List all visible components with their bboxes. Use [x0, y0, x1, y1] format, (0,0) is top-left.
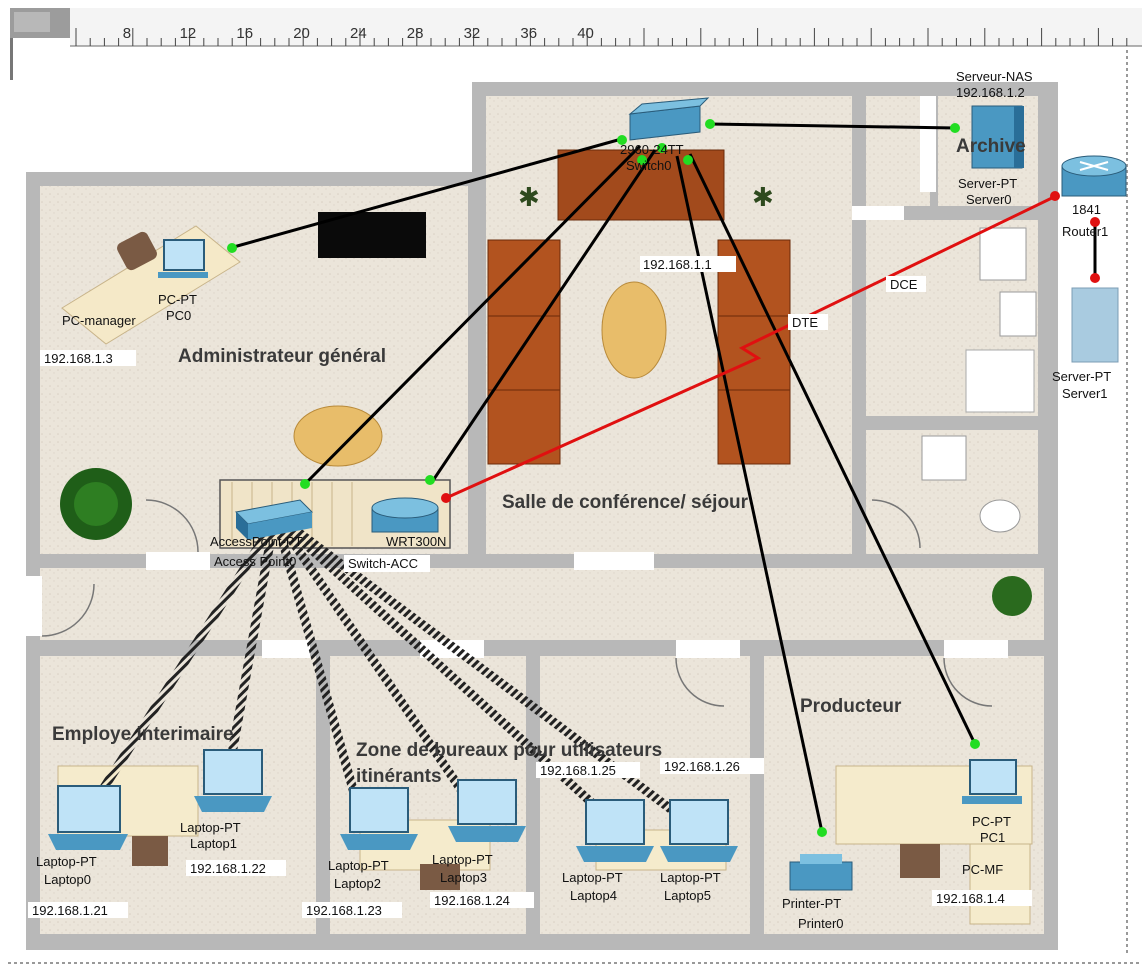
svg-text:✱: ✱ [752, 182, 774, 212]
server0-tag-label: Serveur-NAS [956, 69, 1033, 84]
serial-link [445, 194, 1057, 500]
link-endpoints [227, 119, 1100, 837]
laptop2-type-label: Laptop-PT [328, 858, 389, 873]
corridor [40, 568, 1044, 640]
server0-ip-label: 192.168.1.2 [956, 85, 1025, 100]
laptop3-icon[interactable] [448, 779, 526, 842]
server1-icon[interactable] [1071, 287, 1119, 363]
room-label-producer: Producteur [800, 696, 902, 717]
laptop5-type-label: Laptop-PT [660, 870, 721, 885]
switch-ip-label: 192.168.1.1 [643, 257, 712, 272]
laptop1-icon[interactable] [194, 749, 272, 812]
server1-name-label: Server1 [1062, 386, 1108, 401]
pc0-ip-label: 192.168.1.3 [44, 351, 113, 366]
svg-text:✱: ✱ [518, 182, 540, 212]
ruler-label: 40 [577, 25, 594, 42]
server1-type-label: Server-PT [1052, 369, 1111, 384]
server0-name-label: Server0 [966, 192, 1012, 207]
wireless-router-name-label: Switch-ACC [348, 556, 418, 571]
ruler-label: 24 [350, 25, 367, 42]
pc0-tag-label: PC-manager [62, 313, 136, 328]
link-switch-pc1 [688, 153, 977, 745]
router-icon[interactable] [1061, 155, 1127, 197]
access-point-name-label: Access Point0 [214, 554, 296, 569]
server0-type-label: Server-PT [958, 176, 1017, 191]
link-switch-server0 [709, 122, 956, 130]
room-label-interim: Employe interimaire [52, 724, 234, 745]
printer-icon[interactable] [789, 854, 853, 891]
wireless-router-icon[interactable] [371, 497, 439, 533]
laptop1-name-label: Laptop1 [190, 836, 237, 851]
pc1-type-label: PC-PT [972, 814, 1011, 829]
laptop2-name-label: Laptop2 [334, 876, 381, 891]
pc0-name-label: PC0 [166, 308, 191, 323]
laptop2-ip-label: 192.168.1.23 [306, 903, 382, 918]
router-name-label: Router1 [1062, 224, 1108, 239]
laptop5-name-label: Laptop5 [664, 888, 711, 903]
laptop0-name-label: Laptop0 [44, 872, 91, 887]
switch-name-label: Switch0 [626, 158, 672, 173]
laptop2-icon[interactable] [340, 787, 418, 850]
laptop5-icon[interactable] [660, 799, 738, 862]
laptop1-type-label: Laptop-PT [180, 820, 241, 835]
pc0-type-label: PC-PT [158, 292, 197, 307]
wireless-router-model-label: WRT300N [386, 534, 446, 549]
pc1-ip-label: 192.168.1.4 [936, 891, 1005, 906]
ruler-label: 28 [407, 25, 424, 42]
laptop3-type-label: Laptop-PT [432, 852, 493, 867]
laptop4-type-label: Laptop-PT [562, 870, 623, 885]
pc1-tag-label: PC-MF [962, 862, 1003, 877]
router-model-label: 1841 [1072, 202, 1101, 217]
ruler-label: 36 [520, 25, 537, 42]
printer-name-label: Printer0 [798, 916, 844, 931]
link-switch-pc0 [229, 136, 626, 250]
server-icon[interactable] [971, 105, 1024, 169]
link-switch-accesspoint [303, 144, 642, 486]
dce-label: DCE [890, 277, 918, 292]
ruler-label: 16 [236, 25, 253, 42]
pc1-name-label: PC1 [980, 830, 1005, 845]
ruler-label: 20 [293, 25, 310, 42]
printer-type-label: Printer-PT [782, 896, 841, 911]
laptop0-ip-label: 192.168.1.21 [32, 903, 108, 918]
ruler-label: 32 [464, 25, 481, 42]
laptop4-icon[interactable] [576, 799, 654, 862]
room-label-zone-line2: itinérants [356, 766, 442, 787]
switch-icon[interactable] [628, 97, 710, 141]
pc1-icon[interactable] [962, 759, 1022, 804]
laptop0-icon[interactable] [48, 785, 128, 850]
switch-model-label: 2960-24TT [620, 142, 684, 157]
laptop5-ip-label: 192.168.1.26 [664, 759, 740, 774]
room-label-zone-line1: Zone de bureaux pour utilisateurs [356, 740, 662, 761]
laptop4-ip-label: 192.168.1.25 [540, 763, 616, 778]
room-label-archives: Archive [956, 136, 1026, 157]
link-switch-wrt [430, 149, 657, 483]
room-label-conference: Salle de conférence/ séjour [502, 492, 749, 513]
pc0-icon[interactable] [158, 239, 208, 278]
laptop3-ip-label: 192.168.1.24 [434, 893, 510, 908]
dte-label: DTE [792, 315, 818, 330]
room-label-admin: Administrateur général [178, 346, 386, 367]
laptop4-name-label: Laptop4 [570, 888, 617, 903]
ruler-label: 8 [123, 25, 131, 42]
laptop3-name-label: Laptop3 [440, 870, 487, 885]
ruler-label: 12 [180, 25, 197, 42]
access-point-icon[interactable] [234, 499, 314, 540]
laptop1-ip-label: 192.168.1.22 [190, 861, 266, 876]
laptop0-type-label: Laptop-PT [36, 854, 97, 869]
ruler: 8 12 16 20 24 28 32 36 40 [10, 8, 1142, 47]
access-point-type-label: AccessPoint-PT [210, 534, 303, 549]
